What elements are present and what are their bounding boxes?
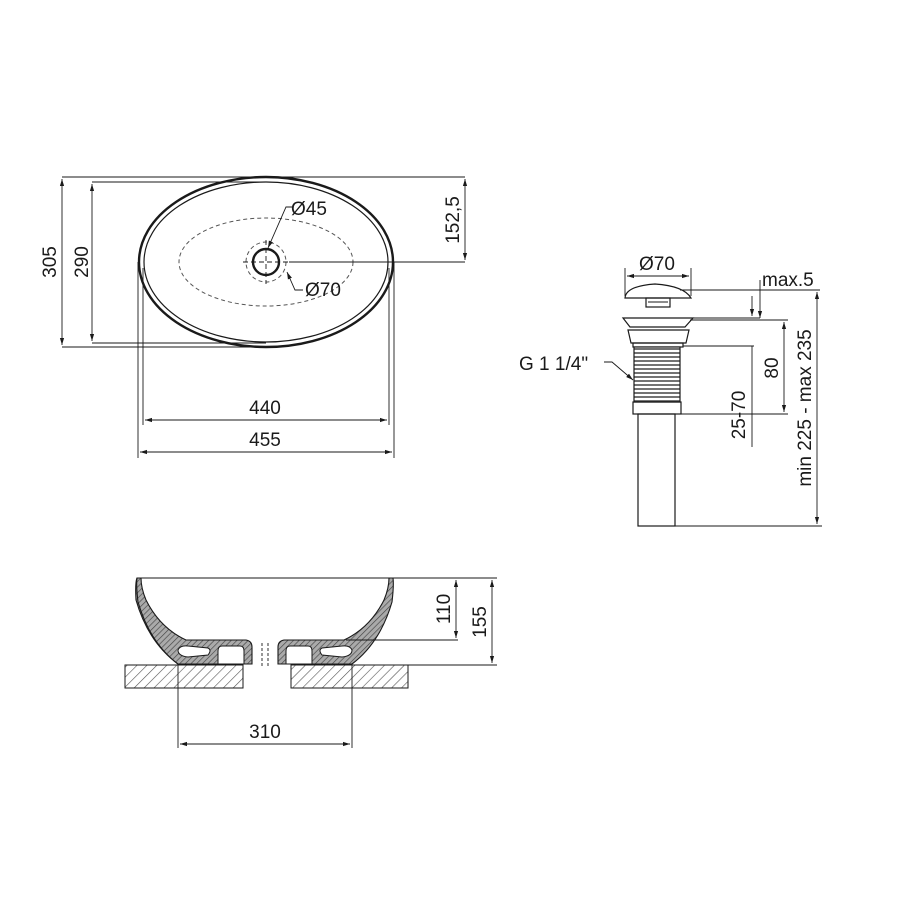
countertop-left xyxy=(124,664,244,689)
outer-width-label: 455 xyxy=(249,430,281,451)
drain-ring-diameter-label: Ø70 xyxy=(305,280,341,301)
side-view: 110 155 310 xyxy=(124,577,497,748)
thread-length-label: 80 xyxy=(762,357,783,378)
drain-view: Ø70 max.5 80 25-70 min 225 - max 235 G 1… xyxy=(519,254,822,527)
top-view: Ø45 Ø70 440 455 305 290 152,5 xyxy=(40,175,468,458)
total-height-label: 155 xyxy=(470,606,491,638)
inner-width-label: 440 xyxy=(249,398,281,419)
base-width-label: 310 xyxy=(249,722,281,743)
drain-pipe xyxy=(637,413,676,527)
drain-cap xyxy=(624,283,693,299)
inner-depth-label: 290 xyxy=(72,246,93,278)
outer-depth-label: 305 xyxy=(40,246,61,278)
clamp-range-label: 25-70 xyxy=(729,391,750,440)
thread-spec-label: G 1 1/4" xyxy=(519,354,588,375)
cap-diameter-label: Ø70 xyxy=(639,254,675,275)
half-depth-label: 152,5 xyxy=(443,196,464,244)
inner-height-label: 110 xyxy=(434,594,455,624)
cap-lift-label: max.5 xyxy=(762,270,814,291)
basin-wall-right xyxy=(277,577,394,665)
drain-thread xyxy=(633,346,681,403)
drain-flange xyxy=(621,317,695,328)
total-length-label: min 225 - max 235 xyxy=(795,329,816,486)
drain-hole-diameter-label: Ø45 xyxy=(291,199,327,220)
countertop-right xyxy=(290,664,409,689)
basin-wall-left xyxy=(136,577,253,665)
